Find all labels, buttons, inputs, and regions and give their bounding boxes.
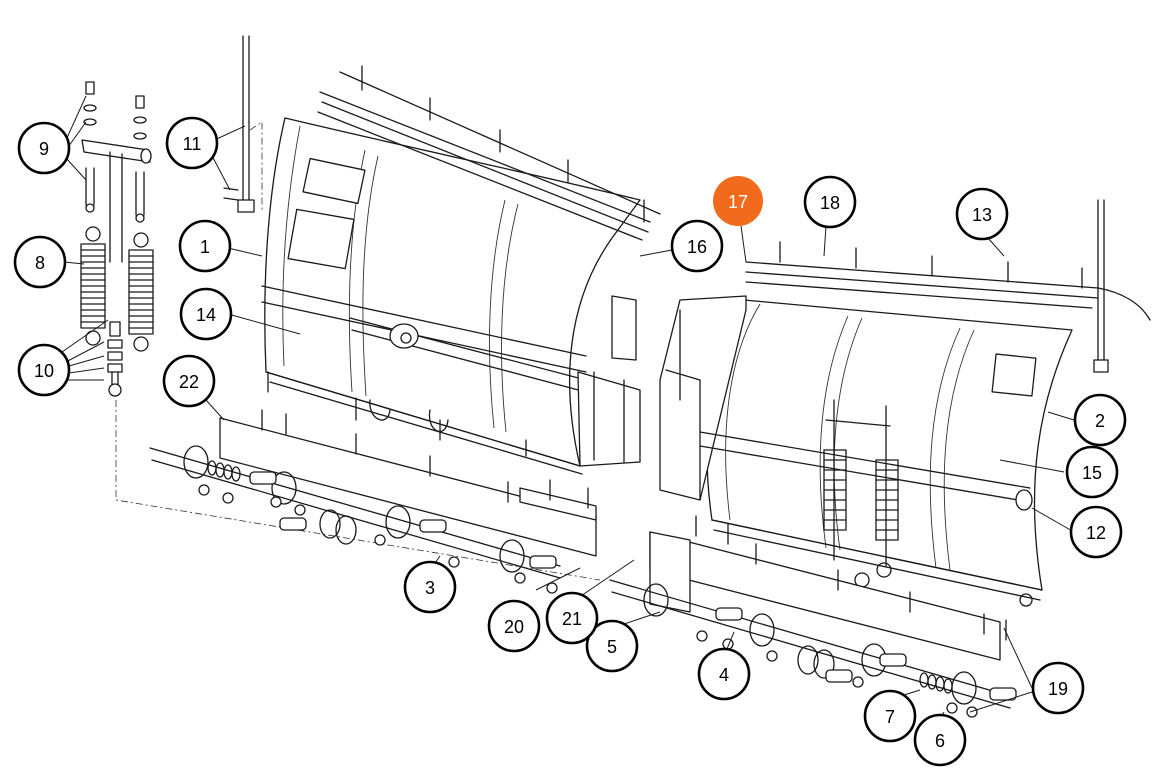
callout-number: 2: [1095, 411, 1105, 431]
callout-circle: [17, 121, 71, 175]
right-cutting-edge-assembly: [609, 515, 1017, 718]
lift-spring-right: [128, 232, 154, 352]
callout-circle: [1031, 661, 1085, 715]
callout-number: 14: [196, 305, 216, 325]
callout-number: 22: [179, 372, 199, 392]
callout-7: 7: [863, 689, 917, 743]
lift-spring-assembly: [80, 81, 601, 581]
callout-number: 3: [425, 578, 435, 598]
callout-circle: [179, 287, 233, 341]
callout-circle: [1073, 393, 1127, 447]
callout-circle: [13, 235, 67, 289]
callout-number: 1: [200, 237, 210, 257]
callout-circle: [1069, 505, 1123, 559]
callout-21: 21: [545, 591, 599, 645]
callout-11: 11: [165, 116, 219, 170]
callout-5: 5: [585, 619, 639, 673]
callout-circle: [545, 591, 599, 645]
callout-circle: [913, 713, 967, 767]
callout-circle: [670, 219, 724, 273]
callout-circle: [403, 560, 457, 614]
callout-number: 16: [687, 237, 707, 257]
callout-circle: [165, 116, 219, 170]
callout-9: 9: [17, 121, 71, 175]
callout-circle: [803, 175, 857, 229]
callout-circle: [1065, 445, 1119, 499]
callout-18: 18: [803, 175, 857, 229]
callout-number: 20: [504, 617, 524, 637]
callout-circle: [178, 219, 232, 273]
callout-20: 20: [487, 599, 541, 653]
callout-number: 7: [885, 707, 895, 727]
callout-circle: [17, 343, 71, 397]
callout-10: 10: [17, 343, 71, 397]
callout-number: 4: [719, 665, 729, 685]
callout-number: 18: [820, 193, 840, 213]
callout-14: 14: [179, 287, 233, 341]
callout-22: 22: [162, 354, 216, 408]
left-cutting-edge-assembly: [149, 409, 597, 594]
marker-rod-left: [223, 35, 263, 213]
callout-circle: [955, 187, 1009, 241]
callout-number: 13: [972, 205, 992, 225]
right-moldboard: [659, 199, 1151, 607]
callout-circle: [585, 619, 639, 673]
moldboard-springs: [823, 399, 899, 588]
callout-number: 6: [935, 731, 945, 751]
callout-17: 17: [713, 176, 763, 226]
callout-circle: [487, 599, 541, 653]
callout-4: 4: [697, 647, 751, 701]
callout-12: 12: [1069, 505, 1123, 559]
callout-13: 13: [955, 187, 1009, 241]
callout-circle: [162, 354, 216, 408]
callout-number: 15: [1082, 463, 1102, 483]
callout-number: 12: [1086, 523, 1106, 543]
callout-8: 8: [13, 235, 67, 289]
callout-19: 19: [1031, 661, 1085, 715]
callout-circle: [713, 176, 763, 226]
callout-6: 6: [913, 713, 967, 767]
callout-number: 21: [562, 609, 582, 629]
callout-number: 11: [183, 134, 202, 154]
callout-number: 9: [39, 139, 49, 159]
callout-number: 19: [1048, 679, 1068, 699]
callout-circle: [863, 689, 917, 743]
callout-number: 5: [607, 637, 617, 657]
callout-number: 17: [728, 192, 748, 212]
callout-circle: [697, 647, 751, 701]
callout-number: 8: [35, 253, 45, 273]
callout-15: 15: [1065, 445, 1119, 499]
left-moldboard: [261, 65, 661, 475]
callout-3: 3: [403, 560, 457, 614]
lift-spring-left: [80, 226, 106, 346]
callout-1: 1: [178, 219, 232, 273]
callout-number: 10: [34, 361, 54, 381]
callout-16: 16: [670, 219, 724, 273]
callout-2: 2: [1073, 393, 1127, 447]
